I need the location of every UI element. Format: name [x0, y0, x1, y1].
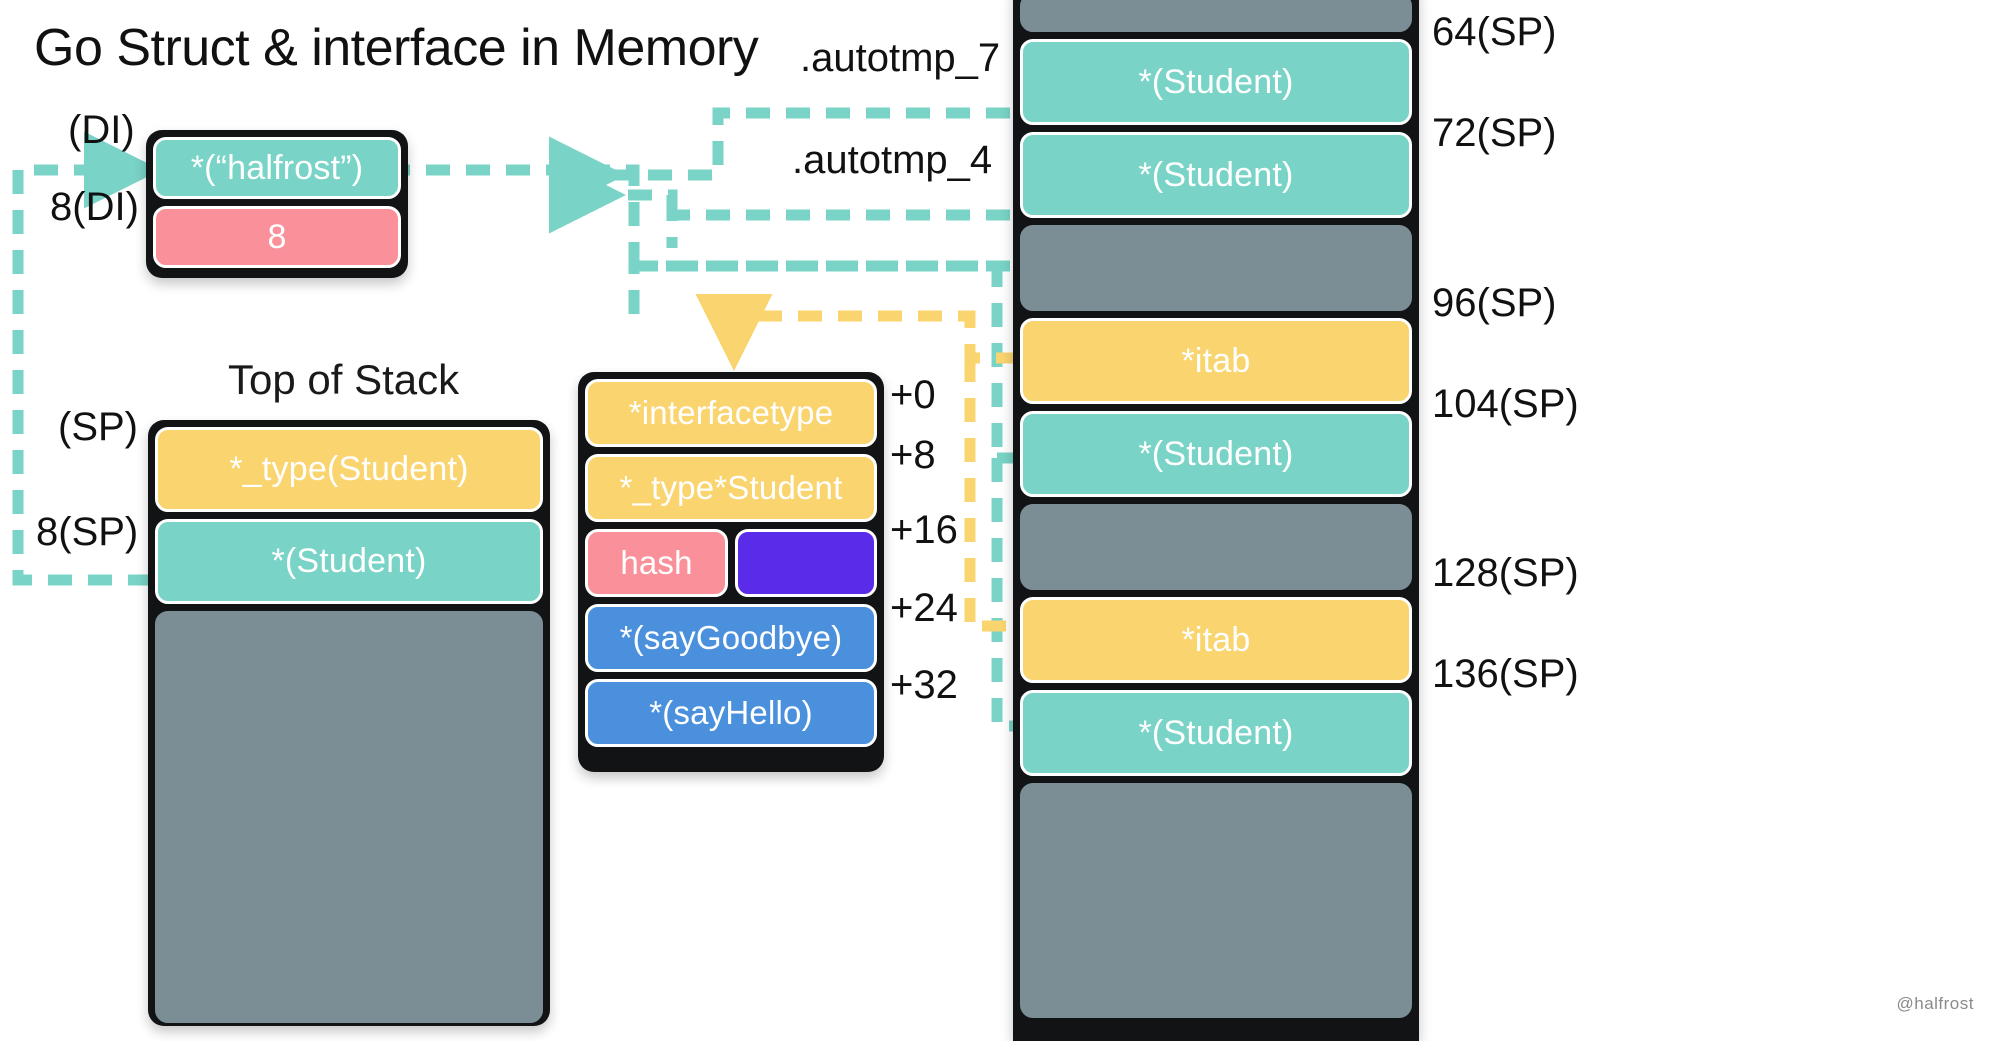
itab-offset-8: +8	[890, 433, 936, 477]
label-96sp: 96(SP)	[1432, 281, 1557, 325]
label-8di: 8(DI)	[50, 185, 139, 229]
right-slot-student-64sp: *(Student)	[1020, 39, 1412, 125]
label-autotmp-7: .autotmp_7	[800, 36, 1001, 80]
label-72sp: 72(SP)	[1432, 111, 1557, 155]
right-slot-free-0	[1020, 0, 1412, 32]
right-slot-free-3	[1020, 783, 1412, 1018]
itab-slot-type-student: *_type*Student	[585, 454, 877, 522]
left-slot-free	[155, 611, 543, 1023]
itab-row-hash: hash	[585, 529, 877, 597]
left-slot-type: *_type(Student)	[155, 427, 543, 512]
watermark: @halfrost	[1896, 994, 1974, 1013]
label-136sp: 136(SP)	[1432, 652, 1579, 696]
right-slot-free-2	[1020, 504, 1412, 590]
right-slot-itab-128sp: *itab	[1020, 597, 1412, 683]
itab-offset-0: +0	[890, 373, 936, 417]
itab-box: *interfacetype *_type*Student hash *(say…	[578, 372, 884, 772]
itab-offset-32: +32	[890, 663, 958, 707]
itab-offset-16: +16	[890, 508, 958, 552]
itab-slot-hash: hash	[585, 529, 728, 597]
itab-slot-sayhello: *(sayHello)	[585, 679, 877, 747]
right-slot-itab-96sp: *itab	[1020, 318, 1412, 404]
label-autotmp-4: .autotmp_4	[792, 138, 993, 182]
left-stack-frame: *_type(Student) *(Student)	[148, 420, 550, 1026]
right-slot-student-136sp: *(Student)	[1020, 690, 1412, 776]
right-slot-free-1	[1020, 225, 1412, 311]
label-104sp: 104(SP)	[1432, 382, 1579, 426]
wire-itab96-to-table	[695, 294, 1020, 371]
struct-slot-name: *(“halfrost”)	[153, 137, 401, 199]
label-64sp: 64(SP)	[1432, 10, 1557, 54]
wire-autotmp4-to-struct	[549, 156, 678, 234]
itab-slot-interfacetype: *interfacetype	[585, 379, 877, 447]
itab-offset-24: +24	[890, 586, 958, 630]
label-di: (DI)	[68, 108, 135, 152]
page-title: Go Struct & interface in Memory	[34, 19, 759, 77]
label-8sp: 8(SP)	[36, 510, 139, 554]
itab-slot-pad	[735, 529, 877, 597]
label-128sp: 128(SP)	[1432, 551, 1579, 595]
label-sp: (SP)	[58, 405, 138, 449]
left-stack-heading: Top of Stack	[228, 356, 460, 403]
right-slot-student-104sp: *(Student)	[1020, 411, 1412, 497]
right-stack-frame: *(Student) *(Student) *itab *(Student) *…	[1013, 0, 1419, 1041]
itab-slot-saygoodbye: *(sayGoodbye)	[585, 604, 877, 672]
left-slot-student: *(Student)	[155, 519, 543, 604]
struct-di-box: *(“halfrost”) 8	[146, 130, 408, 278]
right-slot-student-72sp: *(Student)	[1020, 132, 1412, 218]
struct-slot-age: 8	[153, 206, 401, 268]
